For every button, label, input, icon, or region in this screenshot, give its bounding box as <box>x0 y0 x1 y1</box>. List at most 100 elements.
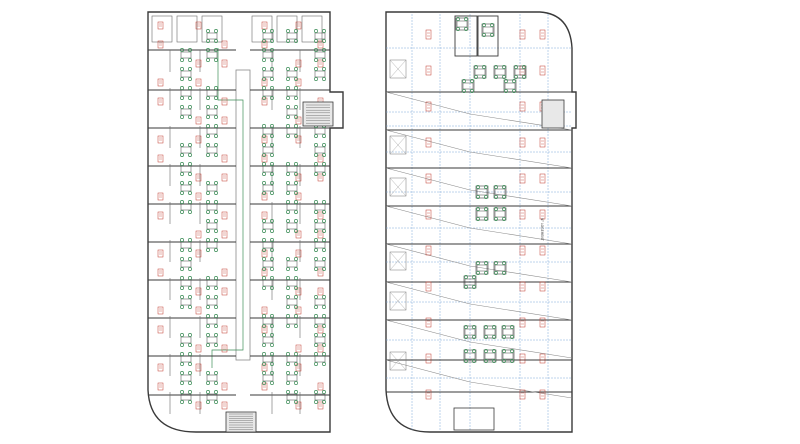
chair <box>294 67 298 71</box>
chair <box>322 210 326 214</box>
right-stair-core <box>541 99 565 129</box>
chair <box>180 58 184 62</box>
desk <box>502 328 514 336</box>
desk <box>314 203 326 211</box>
chair <box>484 195 488 199</box>
chair <box>206 143 210 147</box>
chair <box>462 79 466 83</box>
chair <box>262 77 266 81</box>
chair <box>322 324 326 328</box>
room-tag <box>317 325 324 334</box>
chair <box>464 349 468 353</box>
chair <box>262 181 266 185</box>
unit-tag <box>425 173 432 184</box>
chair <box>286 172 290 176</box>
chair <box>522 65 526 69</box>
chair <box>206 238 210 242</box>
room-tag <box>261 363 268 372</box>
desk <box>314 146 326 154</box>
room-tag <box>195 344 202 353</box>
chair <box>472 325 476 329</box>
left-plan-outline <box>147 11 344 433</box>
chair <box>286 29 290 33</box>
chair <box>476 207 480 211</box>
room-tag <box>295 230 302 239</box>
chair <box>214 58 218 62</box>
chair <box>286 400 290 404</box>
chair <box>214 286 218 290</box>
chair <box>188 191 192 195</box>
chair <box>322 229 326 233</box>
left-stair-core-bottom <box>225 411 257 433</box>
desk <box>206 298 218 306</box>
chair <box>456 17 460 21</box>
chair <box>180 200 184 204</box>
chair <box>286 124 290 128</box>
room-tag <box>221 230 228 239</box>
desk <box>286 165 298 173</box>
shaft-marker-cross <box>389 135 407 155</box>
chair <box>502 195 506 199</box>
chair <box>206 39 210 43</box>
chair <box>286 257 290 261</box>
chair <box>214 400 218 404</box>
right-dimension-lines <box>386 14 572 430</box>
chair <box>188 362 192 366</box>
chair <box>188 58 192 62</box>
chair <box>262 324 266 328</box>
room-tag <box>157 325 164 334</box>
desk <box>286 108 298 116</box>
chair <box>322 153 326 157</box>
desk <box>456 20 468 28</box>
room-tag <box>317 230 324 239</box>
chair <box>206 134 210 138</box>
chair <box>484 349 488 353</box>
chair <box>188 48 192 52</box>
room-tag <box>295 192 302 201</box>
chair <box>286 314 290 318</box>
shaft-marker <box>389 291 407 311</box>
chair <box>180 276 184 280</box>
room-tag <box>195 173 202 182</box>
room-tag <box>221 325 228 334</box>
chair <box>502 335 506 339</box>
desk <box>206 89 218 97</box>
chair <box>270 381 274 385</box>
unit-tag <box>539 29 546 40</box>
chair <box>294 191 298 195</box>
desk <box>180 393 192 401</box>
chair <box>188 115 192 119</box>
desk <box>206 51 218 59</box>
chair <box>294 39 298 43</box>
left-furniture-groups <box>180 29 326 404</box>
unit-tag <box>425 29 432 40</box>
chair <box>188 276 192 280</box>
chair <box>206 371 210 375</box>
chair <box>286 67 290 71</box>
unit-tag <box>519 245 526 256</box>
corridor-line <box>385 281 471 305</box>
chair <box>294 286 298 290</box>
desk <box>180 108 192 116</box>
chair <box>214 39 218 43</box>
room-tag <box>295 363 302 372</box>
shaft-marker-cross <box>389 177 407 197</box>
chair <box>510 359 514 363</box>
chair <box>180 371 184 375</box>
chair <box>188 343 192 347</box>
chair <box>270 343 274 347</box>
chair <box>270 39 274 43</box>
chair <box>322 134 326 138</box>
chair <box>262 229 266 233</box>
chair <box>262 276 266 280</box>
chair <box>262 352 266 356</box>
chair <box>502 271 506 275</box>
room-tag <box>195 249 202 258</box>
chair <box>294 181 298 185</box>
room-tag <box>317 268 324 277</box>
core-room <box>454 15 478 57</box>
chair <box>286 134 290 138</box>
chair <box>490 23 494 27</box>
chair <box>206 324 210 328</box>
room-tag <box>157 211 164 220</box>
